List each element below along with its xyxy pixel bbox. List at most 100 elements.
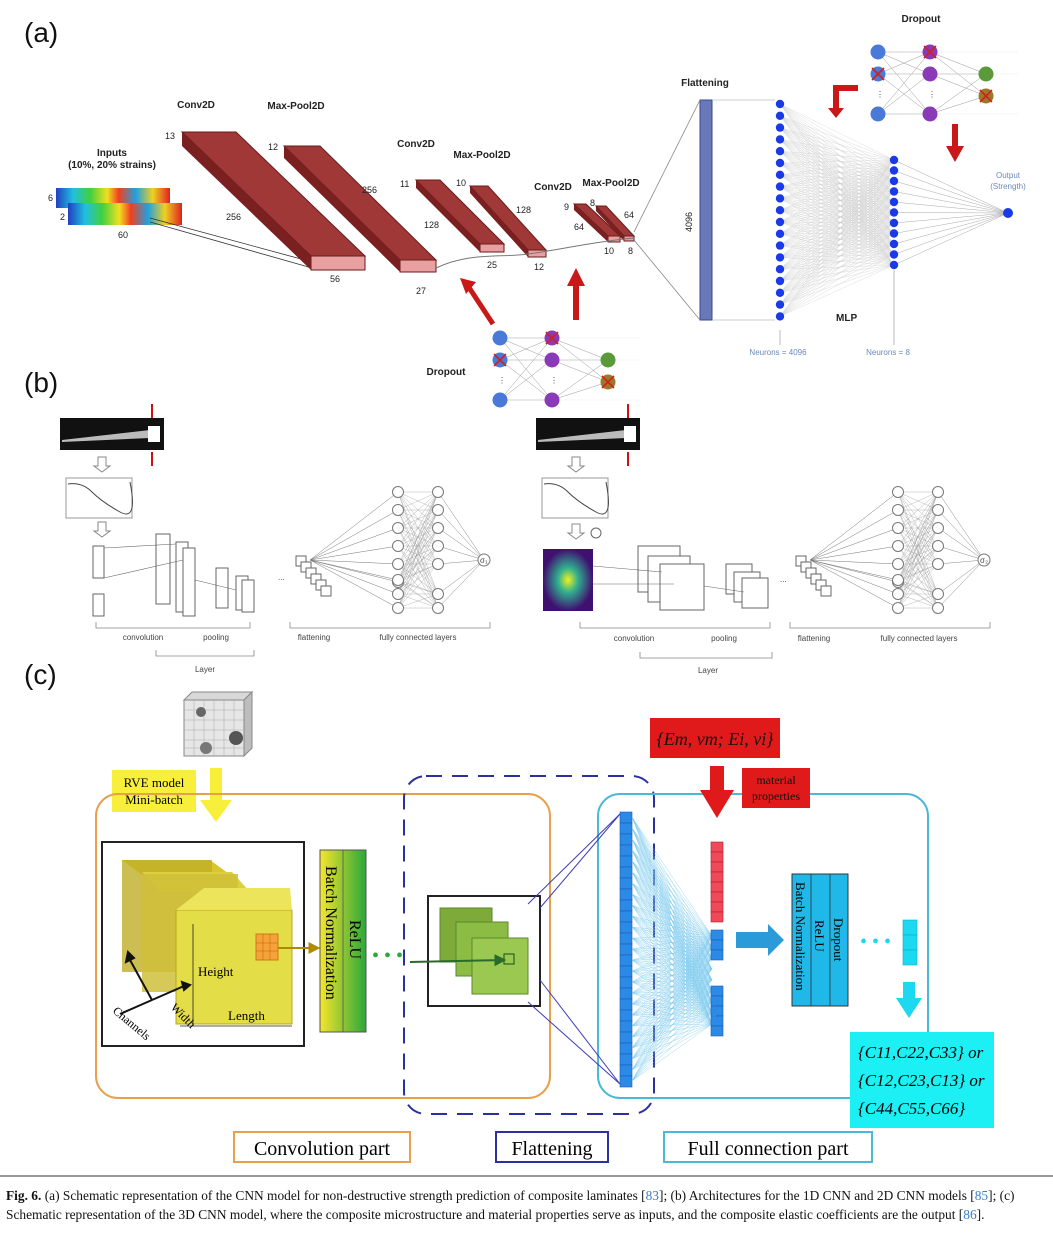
mlp-output-edge bbox=[893, 212, 1009, 266]
mlp-output-edge bbox=[893, 191, 1009, 214]
fc-connection bbox=[631, 816, 713, 937]
mlp-edge bbox=[779, 103, 895, 182]
architecture-2d: ... σ₂ convolution pooling flattening fu… bbox=[536, 404, 991, 675]
input-dim-w: 60 bbox=[118, 230, 128, 240]
flatten-cell bbox=[619, 833, 633, 846]
mlp-edge bbox=[779, 159, 895, 199]
fc-neuron bbox=[432, 588, 444, 600]
flatten-column bbox=[619, 811, 633, 1088]
mlp-neuron-l2 bbox=[889, 218, 899, 228]
mlp-edge bbox=[779, 127, 895, 245]
feature-maps-stack bbox=[122, 860, 293, 1027]
ellipsis-conv: • • • bbox=[372, 945, 403, 967]
mlp-edge bbox=[779, 139, 895, 161]
fc-neuron bbox=[392, 522, 404, 534]
mlp-edge bbox=[779, 159, 895, 270]
dropout-edge bbox=[877, 51, 931, 115]
fc-edge bbox=[397, 509, 439, 581]
fc-neuron bbox=[432, 486, 444, 498]
fc-neuron bbox=[392, 486, 404, 498]
inputs-subtitle: (10%, 20% strains) bbox=[68, 160, 156, 171]
mlp-edge bbox=[779, 159, 895, 187]
fc-edge bbox=[437, 559, 485, 609]
mlp-edge bbox=[779, 162, 895, 224]
fc-connection bbox=[631, 979, 713, 1082]
fc-neuron bbox=[932, 588, 944, 600]
height-label: Height bbox=[198, 964, 234, 979]
mlp-edge bbox=[779, 170, 895, 293]
caption-ref-83[interactable]: 83 bbox=[645, 1188, 659, 1203]
fc-edge bbox=[937, 509, 985, 561]
output-line1: {C11,C22,C33} or bbox=[858, 1043, 984, 1062]
fc-neuron bbox=[392, 504, 404, 516]
fc-edge bbox=[397, 491, 439, 595]
ellipsis-1d: ... bbox=[278, 573, 285, 582]
flatten-cell bbox=[619, 998, 633, 1011]
fc-edge bbox=[897, 545, 939, 609]
fc-connection bbox=[631, 946, 713, 1082]
caption-ref-85[interactable]: 85 bbox=[974, 1188, 989, 1203]
mlp-edge bbox=[779, 264, 895, 282]
mlp-edge bbox=[779, 151, 895, 245]
mlp-edge bbox=[779, 264, 895, 293]
fc-edge bbox=[897, 563, 939, 583]
mlp-edge bbox=[779, 127, 895, 192]
mlp-edge bbox=[779, 243, 895, 317]
dropout-edge bbox=[551, 359, 609, 401]
fc-edge bbox=[309, 559, 399, 609]
fc-edge bbox=[397, 581, 439, 609]
fc-edge bbox=[897, 581, 939, 595]
mlp-edge bbox=[779, 233, 895, 266]
dropout-edge bbox=[551, 337, 609, 361]
legend-convolution-label: Convolution part bbox=[254, 1138, 391, 1160]
mlp-edge bbox=[779, 191, 895, 258]
flatten-cell bbox=[619, 1042, 633, 1055]
caption-ref-86[interactable]: 86 bbox=[963, 1207, 977, 1222]
mlp-edge bbox=[779, 210, 895, 245]
pool-layer-1: Max-Pool2D 12 256 27 bbox=[267, 101, 438, 296]
fc-connection bbox=[631, 849, 713, 937]
dropout-dots: ⋮ bbox=[550, 376, 558, 385]
dropout-edge bbox=[499, 337, 553, 361]
mlp-edge bbox=[779, 264, 895, 317]
layer2-d2: 256 bbox=[362, 185, 377, 195]
label-pooling-1d: pooling bbox=[203, 633, 229, 642]
fc-edge bbox=[397, 509, 439, 595]
mlp-edge bbox=[779, 174, 895, 224]
fc-neuron bbox=[432, 558, 444, 570]
dropout-neuron bbox=[870, 44, 886, 60]
material-cell bbox=[710, 871, 724, 883]
mlp-neuron-l2 bbox=[889, 229, 899, 238]
fc-neuron bbox=[432, 522, 444, 534]
label-fc-2d: fully connected layers bbox=[881, 634, 958, 643]
material-input-arrow bbox=[700, 790, 734, 818]
fc-neuron bbox=[892, 574, 904, 586]
mlp-edge bbox=[779, 115, 895, 182]
mlp-edge bbox=[779, 115, 895, 245]
flatten-connector bbox=[539, 979, 621, 1085]
legend-flattening bbox=[495, 1131, 609, 1163]
mlp-neuron-l1 bbox=[775, 123, 785, 132]
input-dim-h2: 2 bbox=[60, 212, 65, 222]
mlp-neuron-l1 bbox=[775, 217, 785, 227]
mlp-neuron-l1 bbox=[775, 170, 785, 179]
mlp-edge bbox=[779, 151, 895, 182]
dropout-neuron bbox=[544, 392, 560, 408]
fc-edge bbox=[937, 527, 985, 561]
mlp-edge bbox=[779, 221, 895, 234]
output-cell bbox=[902, 934, 918, 951]
dropout-edge bbox=[551, 359, 609, 383]
mlp-edge bbox=[779, 243, 895, 258]
fc-connection bbox=[631, 957, 713, 1082]
fc-connection bbox=[631, 935, 713, 1038]
length-label: Length bbox=[228, 1008, 265, 1023]
layer3-d1: 11 bbox=[400, 179, 409, 189]
flatten-cell bbox=[619, 976, 633, 989]
mlp-edge bbox=[779, 191, 895, 282]
fc-edge bbox=[309, 509, 399, 561]
flatten-cell bbox=[619, 932, 633, 945]
mlp-neuron-l1 bbox=[775, 276, 785, 286]
mlp-output-edge bbox=[893, 212, 1009, 214]
mlp-output-edge bbox=[893, 212, 1009, 245]
fc-connection bbox=[631, 935, 713, 1049]
